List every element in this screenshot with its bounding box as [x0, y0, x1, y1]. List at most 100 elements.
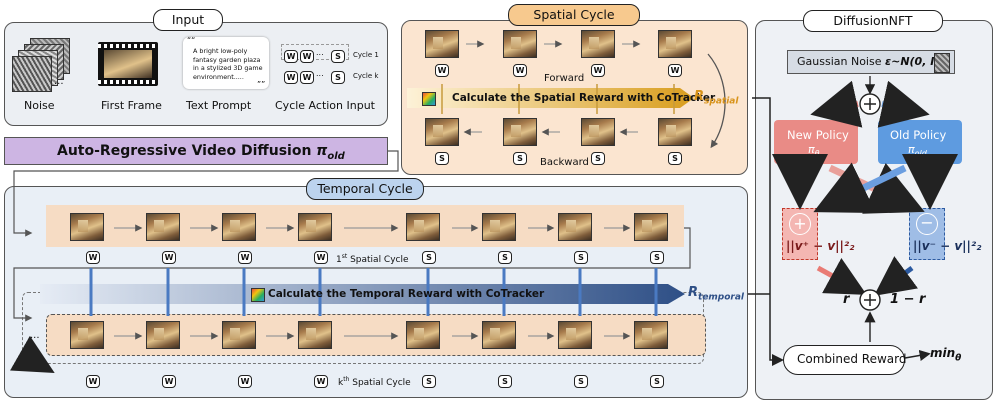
w-badge: W [284, 71, 298, 84]
spatial-vertical-arrows [441, 84, 675, 114]
first-spatial-label: 1st Spatial Cycle [336, 253, 409, 265]
kth-num: k [338, 378, 344, 388]
video-frame [558, 321, 592, 349]
ar-model-bar [4, 137, 388, 165]
video-frame [482, 213, 516, 241]
video-frame [298, 213, 332, 241]
w-badge: W [238, 251, 252, 264]
video-frame [558, 213, 592, 241]
video-frame [581, 118, 615, 146]
prompt-text: A bright low-poly fantasy garden plaza i… [193, 47, 263, 81]
old-policy-formula: πold [908, 143, 927, 158]
s-badge: S [650, 375, 664, 388]
cotracker-icon [422, 92, 436, 106]
spatial-reward-r: R [694, 89, 705, 104]
video-frame [146, 321, 180, 349]
temporal-reward-arrow [40, 284, 685, 304]
temporal-reward-r: R [688, 285, 699, 300]
video-frame [581, 30, 615, 58]
s-badge: S [591, 152, 605, 165]
prompt-card [183, 37, 269, 89]
w-badge: W [314, 251, 328, 264]
ar-model-subscript: old [327, 150, 345, 162]
cycle-action-grid: W W ... S W W ... S [279, 44, 349, 86]
min-text: min [930, 346, 956, 360]
video-frame [222, 213, 256, 241]
noise-thumb-icon [934, 53, 950, 73]
w-badge: W [300, 50, 314, 63]
old-policy-sub: old [914, 149, 927, 159]
quote-open: ““ [187, 36, 196, 45]
w-badge: W [284, 50, 298, 63]
w-badge: W [162, 375, 176, 388]
video-frame [658, 118, 692, 146]
s-badge: S [574, 375, 588, 388]
video-frame [634, 321, 668, 349]
new-policy-sub: θ [814, 149, 820, 159]
r-label: r [843, 292, 850, 307]
video-frame [406, 321, 440, 349]
gaussian-formula: ε~N(0, I) [884, 55, 940, 68]
old-policy-symbol: π [908, 143, 915, 156]
new-policy-label: New Policy [787, 128, 849, 142]
combined-reward-box [783, 345, 905, 375]
temporal-dots: ... [30, 330, 40, 341]
w-badge: W [86, 375, 100, 388]
temporal-vertical-arrows [89, 268, 658, 316]
w-badge: W [513, 64, 527, 77]
min-sub: θ [955, 353, 962, 364]
text-prompt-label: Text Prompt [186, 99, 252, 112]
video-frame [70, 213, 104, 241]
gaussian-noise-label: Gaussian Noise [797, 55, 882, 68]
video-frame [503, 118, 537, 146]
noise-label: Noise [24, 99, 55, 112]
w-badge: W [668, 64, 682, 77]
w-badge: W [86, 251, 100, 264]
cycle-k-label: Cycle k [353, 72, 379, 80]
spatial-reward-sub: spatial [704, 96, 739, 107]
s-badge: S [513, 152, 527, 165]
video-frame [634, 213, 668, 241]
temporal-reward-text: Calculate the Temporal Reward with CoTra… [268, 288, 545, 300]
gaussian-noise-text: Gaussian Noise ε~N(0, I) [797, 55, 939, 68]
film-frame-icon [98, 42, 158, 86]
old-policy-label: Old Policy [890, 128, 947, 142]
minus-circle-icon: − [916, 213, 938, 235]
video-frame [146, 213, 180, 241]
cotracker-icon [251, 288, 265, 302]
gaussian-noise-box [787, 50, 955, 74]
new-policy-formula: πθ [808, 143, 820, 158]
s-badge: S [422, 251, 436, 264]
w-badge: W [591, 64, 605, 77]
input-title: Input [153, 9, 223, 31]
new-policy-symbol: π [808, 143, 815, 156]
w-badge: W [435, 64, 449, 77]
video-frame [425, 30, 459, 58]
diffusion-nft-title: DiffusionNFT [803, 10, 943, 32]
kth-spatial-label: kth Spatial Cycle [338, 376, 411, 388]
spatial-reward-text: Calculate the Spatial Reward with CoTrac… [452, 92, 716, 104]
ar-model-text: Auto-Regressive Video Diffusion πold [57, 143, 345, 162]
s-badge: S [498, 251, 512, 264]
s-badge: S [668, 152, 682, 165]
w-badge: W [162, 251, 176, 264]
s-badge: S [422, 375, 436, 388]
combined-reward-label: Combined Reward [797, 352, 907, 366]
plus-circle-icon: + [789, 213, 811, 235]
noise-dots: ... [54, 76, 64, 87]
cycle-1-label: Cycle 1 [353, 51, 379, 59]
s-badge: S [331, 50, 345, 63]
temporal-cycle-title: Temporal Cycle [306, 178, 424, 200]
temporal-reward-symbol: Rtemporal [688, 285, 744, 303]
w-badge: W [314, 375, 328, 388]
video-frame [482, 321, 516, 349]
spatial-cycle-title: Spatial Cycle [508, 4, 640, 26]
ar-model-symbol: π [316, 143, 328, 159]
spatial-forward-arrows [463, 40, 641, 136]
first-sup: st [341, 253, 348, 260]
backward-label: Backward [540, 157, 589, 168]
first-num: 1 [336, 255, 342, 265]
w-badge: W [238, 375, 252, 388]
video-frame [503, 30, 537, 58]
